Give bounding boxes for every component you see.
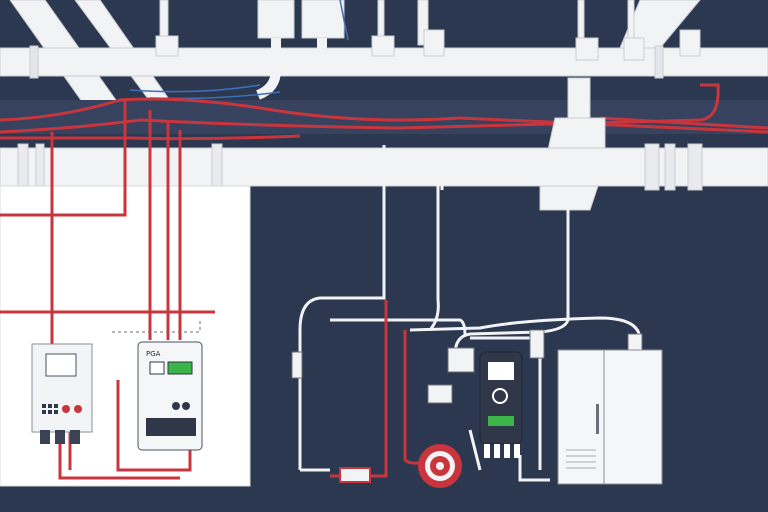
ceiling-brackets	[155, 0, 701, 61]
red-wires-horizontal	[0, 83, 768, 141]
meter-box-icon: PGA	[137, 341, 203, 451]
dashed-wire	[112, 318, 201, 333]
left-wall	[0, 185, 251, 487]
red-wires-left	[0, 100, 215, 480]
junction-box	[539, 77, 606, 211]
inline-fuse	[339, 467, 371, 483]
electric-meter-icon	[479, 351, 523, 458]
meter-label: PGA	[146, 350, 161, 358]
top-conduit	[0, 45, 768, 79]
distribution-cabinet-icon	[557, 349, 663, 485]
cable-reel-icon	[418, 444, 462, 488]
white-cables	[298, 145, 642, 482]
conduit-elbows	[255, 38, 327, 100]
control-panel-icon	[31, 343, 93, 444]
junction-pieces	[291, 329, 643, 404]
